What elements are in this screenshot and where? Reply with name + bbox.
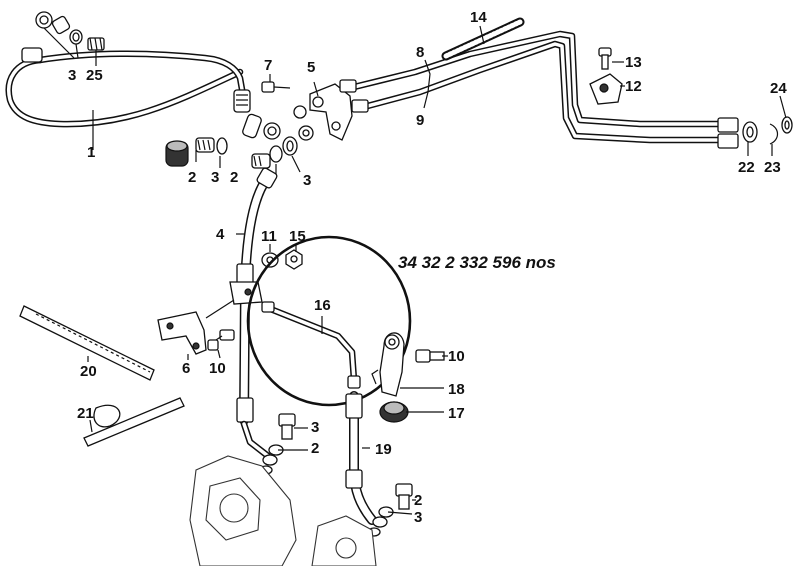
nut-15: [285, 249, 303, 270]
banjo-bolt-lower-left: [259, 413, 296, 475]
callout-4: 4: [216, 226, 225, 243]
callout-1: 1: [87, 144, 95, 161]
callout-3-e: 3: [414, 509, 422, 526]
callout-8: 8: [416, 44, 424, 61]
callout-2-d: 2: [414, 492, 422, 509]
rubber-grommet: [165, 140, 189, 167]
brake-caliper-left: [189, 455, 297, 566]
callout-25: 25: [86, 67, 103, 84]
callout-13: 13: [625, 54, 642, 71]
callout-11: 11: [261, 228, 277, 245]
callout-12: 12: [625, 78, 642, 95]
cable-tie-20: [19, 305, 155, 381]
callout-18: 18: [448, 381, 465, 398]
pipe-nuts-8-9: [339, 79, 369, 113]
bracket-6: [157, 311, 207, 355]
brake-hose-19: [345, 391, 377, 525]
callout-23: 23: [764, 159, 781, 176]
callout-9: 9: [416, 112, 424, 129]
callout-10-a: 10: [209, 360, 226, 377]
bolt-10-right: [415, 349, 445, 363]
banjo-bolt-assembly-center: [233, 81, 291, 140]
callout-15: 15: [289, 228, 306, 245]
callout-5: 5: [307, 59, 315, 76]
callout-24: 24: [770, 80, 787, 97]
callout-22: 22: [738, 159, 755, 176]
brake-pipe-16: [261, 301, 361, 389]
rubber-grommet-17: [379, 401, 409, 423]
leader-lines: [43, 25, 787, 515]
callout-3-b: 3: [211, 169, 219, 186]
brake-lines-8-9: [346, 30, 724, 144]
hose-holder-block: [229, 281, 263, 305]
callout-14: 14: [470, 9, 487, 26]
banjo-bolt-2b: [251, 136, 298, 169]
distribution-block-5: [293, 83, 353, 141]
highlight-circle: [246, 235, 412, 407]
cable-tie-21: [83, 397, 185, 447]
bleeder-screw-25: [87, 37, 105, 51]
callout-20: 20: [80, 363, 97, 380]
callout-7: 7: [264, 57, 272, 74]
part-number-note: 34 32 2 332 596 nos: [398, 253, 556, 272]
callout-17: 17: [448, 405, 465, 422]
callout-3-a: 3: [68, 67, 76, 84]
screw-13: [598, 47, 612, 70]
callout-19: 19: [375, 441, 392, 458]
banjo-fitting-top-left: [21, 11, 83, 63]
callout-2-a: 2: [188, 169, 196, 186]
bolt-10-left: [207, 329, 235, 351]
callout-2-b: 2: [230, 169, 238, 186]
callout-10-b: 10: [448, 348, 465, 365]
callout-16: 16: [314, 297, 331, 314]
callout-labels: 1 2 2 2 2 3 3 3 3 3 4 5 6 7 8 9 10 10 11…: [68, 9, 787, 526]
right-end-fittings: [717, 116, 793, 149]
pipe-clamp-12: [589, 73, 623, 105]
brake-line-1: [5, 50, 247, 128]
callout-3-c: 3: [303, 172, 311, 189]
bracket-18: [371, 332, 405, 397]
callout-21: 21: [77, 405, 94, 422]
brake-caliper-right: [311, 515, 377, 566]
callout-3-d: 3: [311, 419, 319, 436]
banjo-bolt-lower-right: [367, 483, 413, 537]
callout-6: 6: [182, 360, 190, 377]
washer-11: [261, 252, 279, 268]
callout-2-c: 2: [311, 440, 319, 457]
banjo-bolt-2a: [195, 137, 228, 155]
